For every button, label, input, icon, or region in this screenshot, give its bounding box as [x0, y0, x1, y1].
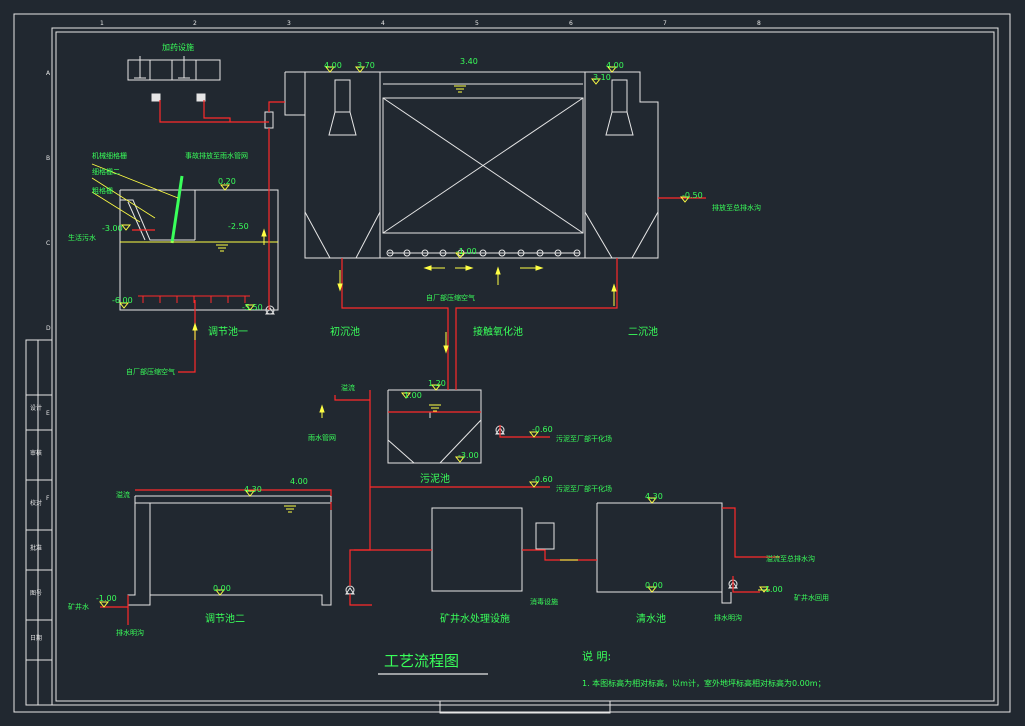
title-block-cell: 图号: [30, 590, 42, 597]
notes-heading: 说 明:: [582, 649, 611, 663]
elev-sludge-top: 1.20: [428, 379, 446, 388]
border-number: 1: [100, 20, 104, 27]
regulating2-label: 调节池二: [205, 612, 245, 625]
border-number: 2: [193, 20, 197, 27]
sludge-out1-label: 污泥至厂部干化场: [556, 434, 612, 443]
clear-drain-label: 排水明沟: [714, 613, 742, 622]
screens: [91, 163, 278, 244]
elev-pump-1: -5.50: [242, 303, 263, 312]
border-number: 3: [287, 20, 291, 27]
border-letter: A: [46, 70, 51, 77]
inlet-label-1: 生活污水: [68, 233, 96, 242]
secondary-label: 二沉池: [628, 325, 658, 338]
dosing-label: 加药设施: [162, 42, 194, 52]
border-number: 8: [757, 20, 761, 27]
level-markers: [99, 66, 769, 608]
clear-overflow-label: 溢流至总排水沟: [766, 554, 815, 563]
elev-weir-right: 4.00: [606, 61, 624, 70]
border-letter: E: [46, 410, 50, 417]
elev-reg2-inlet: -1.00: [96, 594, 117, 603]
dosing-facility: [127, 56, 274, 129]
drawing-title: 工艺流程图: [384, 652, 459, 670]
elev-top-1: 0.20: [218, 177, 236, 186]
reg2-drain-label: 排水明沟: [116, 628, 144, 637]
treatment-label: 矿井水处理设施: [440, 612, 510, 625]
border-number: 4: [381, 20, 385, 27]
elev-clear-top: 4.30: [645, 492, 663, 501]
treatment-facility: [431, 507, 523, 592]
overflow-label-reg2: 溢流: [116, 490, 130, 499]
elev-clear-bottom: 0.00: [645, 581, 663, 590]
border-number: 6: [569, 20, 573, 27]
regulating-tank-2: [127, 495, 332, 606]
elev-reg2-bottom: 0.00: [213, 584, 231, 593]
border-number: 5: [475, 20, 479, 27]
sedimentation-tank: [284, 71, 659, 259]
discharge-label: 排放至总排水沟: [712, 203, 761, 212]
air-label-top: 自厂部压缩空气: [426, 293, 475, 302]
air-label-bottom: 自厂部压缩空气: [126, 367, 175, 376]
clear-water-tank: [596, 502, 732, 604]
elev-weir-left: 4.00: [324, 61, 342, 70]
sludge-out2-label: 污泥至厂部干化场: [556, 484, 612, 493]
overflow-label-sludge: 溢流: [341, 383, 355, 392]
pump-3: [345, 585, 355, 595]
border-letter: D: [46, 325, 51, 332]
elev-sludge-out1: -0.60: [532, 425, 553, 434]
note-item: 1. 本图标高为相对标高，以m计，室外地坪标高相对标高为0.00m；: [582, 678, 826, 688]
border-numbers: 1 2 3 4 5 6 7 8 A B C D E F: [46, 20, 761, 502]
elev-discharge: -0.50: [682, 191, 703, 200]
elev-inlet-1: -3.00: [102, 224, 123, 233]
border-letter: F: [46, 495, 50, 502]
title-block-cell: 日期: [30, 634, 42, 642]
elev-reg2-top: 4.30: [244, 485, 262, 494]
title-block: 设计 审核 校对 批准 图号 日期: [30, 404, 42, 642]
elev-water: 3.40: [460, 57, 478, 66]
elev-sludge-bottom: -3.00: [458, 451, 479, 460]
title-block-cell: 设计: [30, 404, 42, 412]
regulating-tank-1: [119, 189, 279, 311]
regulating1-label: 调节池一: [208, 325, 248, 338]
elev-bottom: -1.00: [456, 247, 477, 256]
elev-bottom-1: -6.00: [112, 296, 133, 305]
title-block-cell: 批准: [30, 544, 42, 552]
border-letter: C: [46, 240, 50, 247]
elev-sludge-out2: -0.60: [532, 475, 553, 484]
sludge-label: 污泥池: [420, 472, 450, 485]
pipes: [100, 100, 780, 625]
title-block-cell: 审核: [30, 449, 42, 457]
disinfection-unit: [535, 522, 555, 550]
rain-label: 雨水管网: [308, 433, 336, 442]
overflow-pipe-label: 事故排放至雨水管网: [185, 151, 248, 160]
primary-label: 初沉池: [330, 325, 360, 338]
elev-clear-outlet: -1.00: [762, 585, 783, 594]
screen-label-2: 细格栅二: [92, 167, 120, 176]
elev-reg2-water: 4.00: [290, 477, 308, 486]
clear-tank-label: 清水池: [636, 612, 666, 625]
elev-sludge-water: 1.00: [404, 391, 422, 400]
drawing-frame: [13, 13, 1011, 714]
border-letter: B: [46, 155, 50, 162]
screen-label-1: 机械细格栅: [92, 151, 127, 160]
dosing-facility-label: 消毒设施: [530, 597, 558, 606]
elev-weir-right2: 3.10: [593, 73, 611, 82]
flow-arrows: [192, 228, 770, 591]
contact-label: 接触氧化池: [473, 325, 523, 338]
border-number: 7: [663, 20, 667, 27]
elev-weir-left2: 3.70: [357, 61, 375, 70]
reg2-inlet-label: 矿井水: [68, 602, 89, 611]
elev-water-1: -2.50: [228, 222, 249, 231]
screen-label-3: 粗格栅: [92, 186, 113, 195]
title-block-cell: 校对: [30, 499, 42, 507]
clear-outlet-label: 矿井水回用: [794, 593, 829, 602]
